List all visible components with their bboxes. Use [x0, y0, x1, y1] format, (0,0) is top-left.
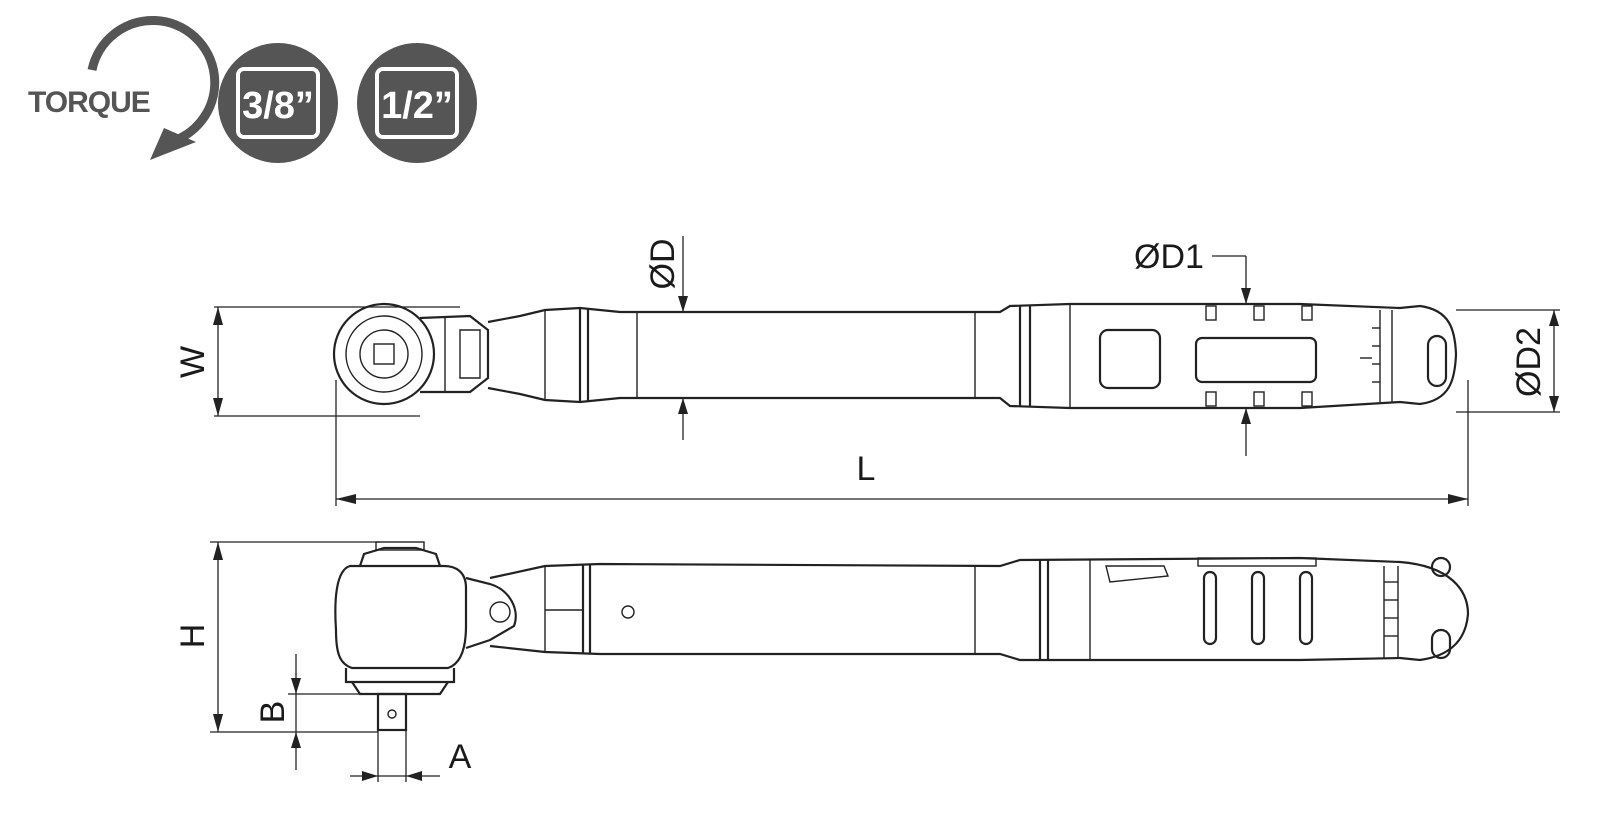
wrench-side-view	[334, 541, 1470, 732]
dim-b-label: B	[254, 701, 292, 724]
torque-arrow-head-icon	[150, 128, 196, 160]
torque-rotation-arrow-icon	[87, 15, 220, 147]
side-view-dimensions: H B A	[174, 541, 472, 782]
square-drive	[376, 692, 408, 732]
dim-d1-label: ØD1	[1134, 238, 1204, 276]
drive-label-3-8: 3/8”	[242, 85, 314, 127]
dim-d-label: ØD	[644, 239, 682, 290]
dim-d2-label: ØD2	[1510, 327, 1548, 397]
dim-a-label: A	[449, 738, 472, 776]
dim-l-label: L	[857, 450, 876, 488]
torque-badge: TORQUE	[28, 15, 220, 160]
drive-badge-1-2: 1/2”	[357, 43, 477, 163]
drive-label-1-2: 1/2”	[381, 85, 453, 127]
dim-h-label: H	[174, 624, 212, 649]
torque-label: TORQUE	[28, 86, 150, 119]
ratchet-head-side	[334, 564, 468, 670]
dim-w-label: W	[174, 346, 212, 378]
drive-badge-3-8: 3/8”	[218, 43, 338, 163]
top-view-dimensions: W ØD ØD1 ØD2 L	[174, 236, 1560, 506]
ratchet-head	[332, 302, 436, 406]
wrench-top-view	[332, 302, 1458, 410]
